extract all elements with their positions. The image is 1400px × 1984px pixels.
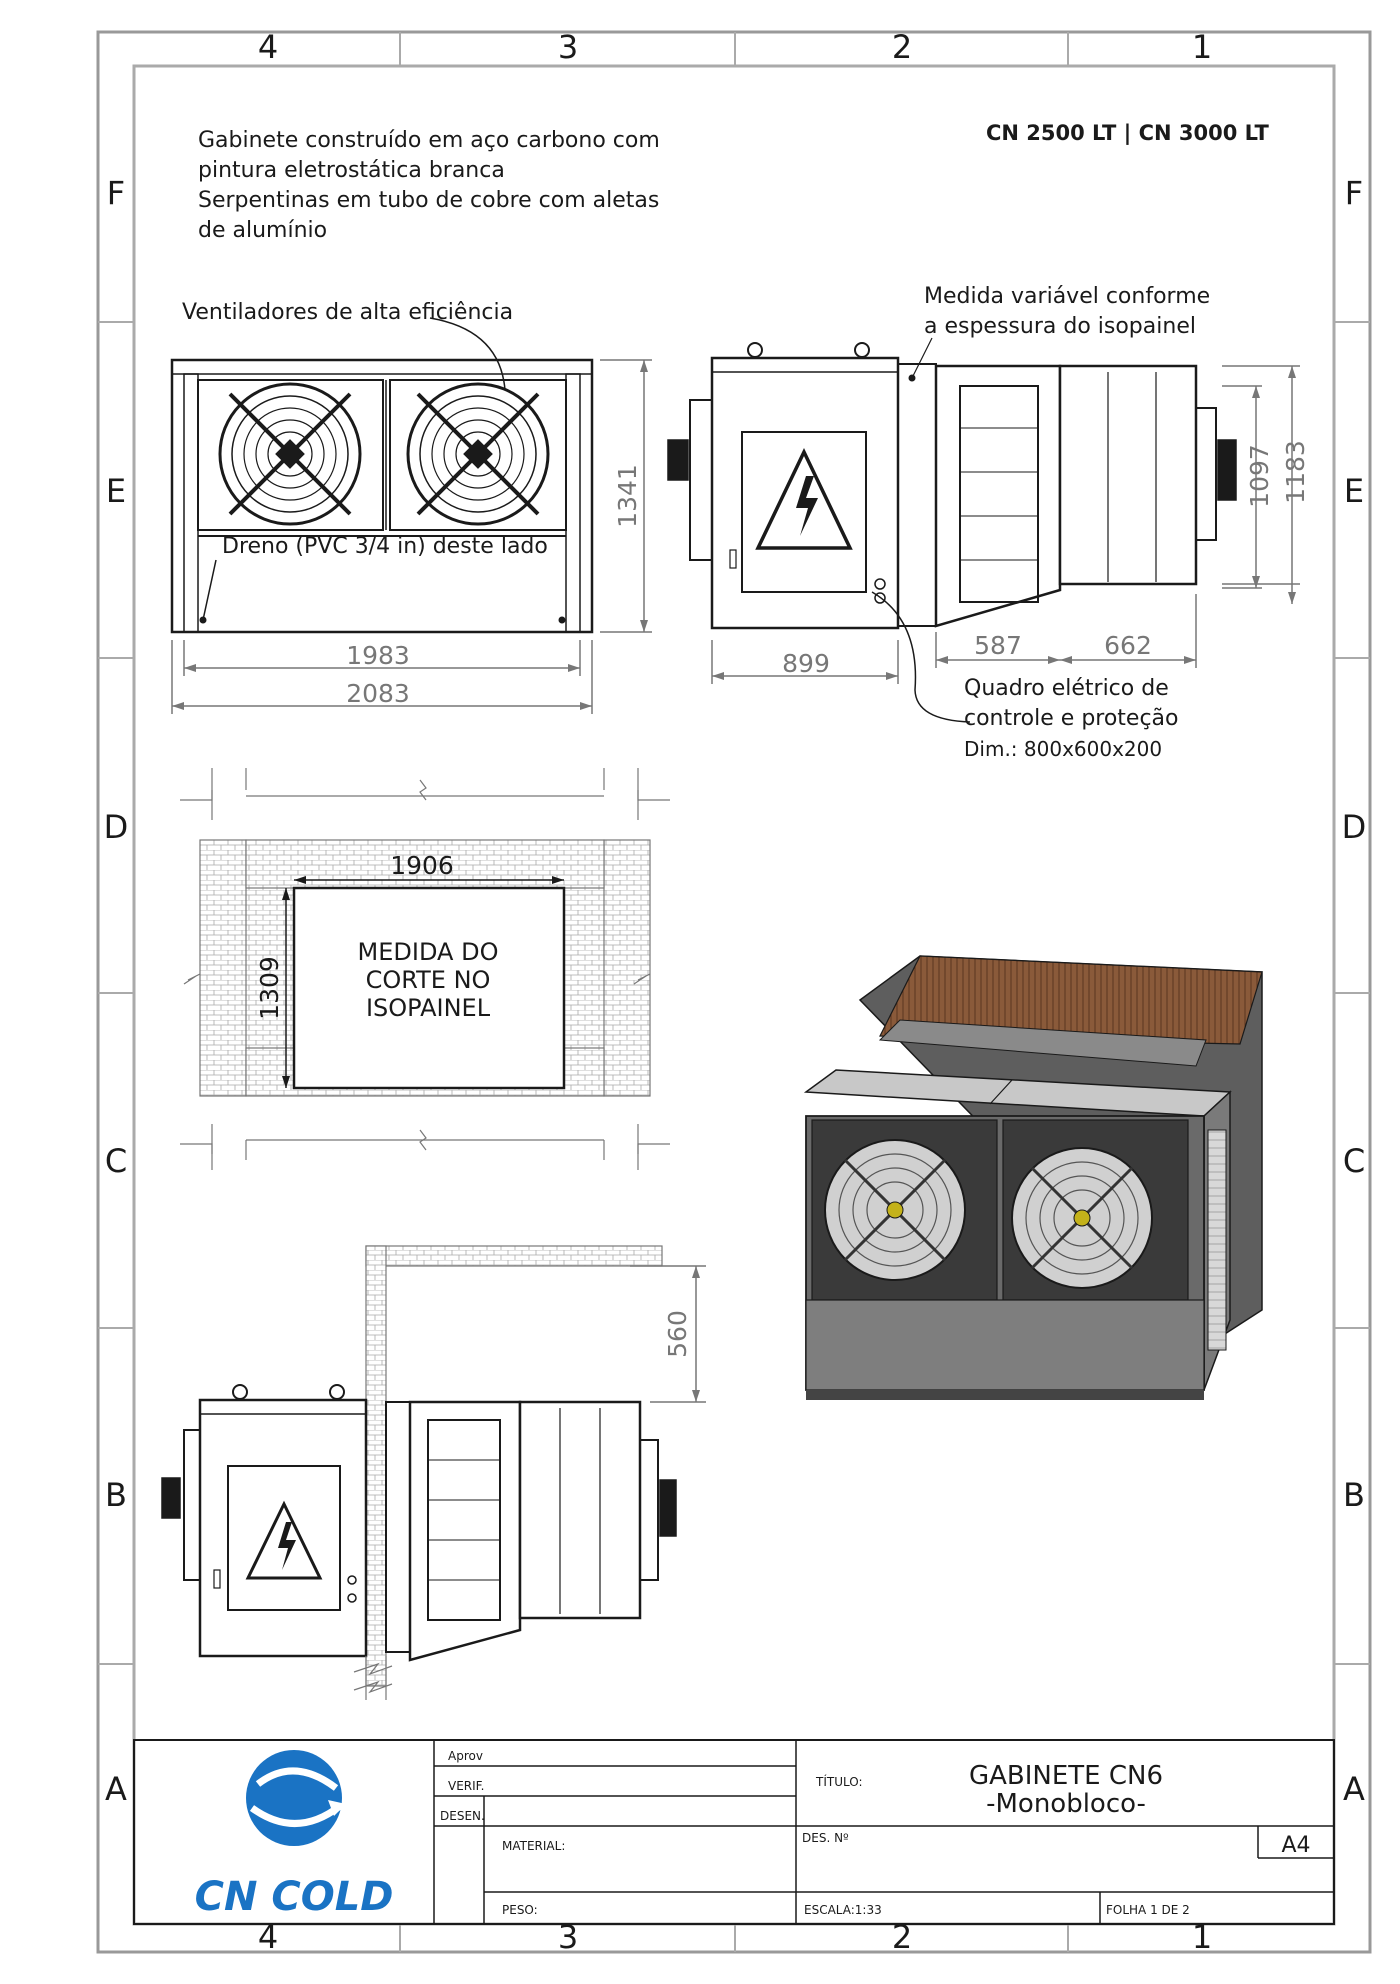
row-label-right: A [1343, 1770, 1365, 1808]
desen-label: DESEN. [440, 1809, 485, 1823]
sheet-count: FOLHA 1 DE 2 [1106, 1903, 1190, 1917]
panel-note-line: Quadro elétrico de [964, 676, 1169, 701]
drain-note: Dreno (PVC 3/4 in) deste lado [222, 534, 548, 559]
col-label-bottom: 2 [892, 1918, 912, 1956]
row-label-left: C [105, 1142, 127, 1180]
title-block [133, 1739, 1335, 1925]
dim-cutout-width: 1906 [390, 851, 454, 880]
model-label: CN 2500 LT | CN 3000 LT [986, 121, 1269, 145]
panel-note-line: controle e proteção [964, 706, 1179, 731]
panel-note-line: Dim.: 800x600x200 [964, 737, 1163, 761]
row-label-right: E [1344, 472, 1364, 510]
cutout-label-line3: ISOPAINEL [366, 994, 491, 1022]
row-label-right: F [1345, 174, 1363, 212]
construction-note-line: Gabinete construído em aço carbono com [198, 128, 660, 153]
measure-note-line: Medida variável conforme [924, 284, 1211, 309]
titulo-label: TÍTULO: [815, 1774, 863, 1789]
construction-note-line: Serpentinas em tubo de cobre com aletas [198, 188, 660, 213]
material-label: MATERIAL: [502, 1839, 565, 1853]
front-view [170, 317, 594, 634]
fan-icon [1011, 1147, 1153, 1289]
drawing-title: GABINETE CN6 [969, 1761, 1163, 1791]
side-view [667, 337, 1237, 723]
construction-note-line: pintura eletrostática branca [198, 158, 505, 183]
dim-side-height-inner: 1097 [1245, 444, 1274, 508]
dim-side-depth: 899 [782, 649, 830, 678]
verif-label: VERIF. [448, 1779, 484, 1793]
drawing-subtitle: -Monobloco- [986, 1789, 1146, 1819]
installation-view [161, 1245, 706, 1700]
aprov-label: Aprov [448, 1749, 483, 1763]
dim-front-height: 1341 [613, 464, 642, 528]
panel-cutout-view [180, 768, 670, 1170]
row-label-left: E [106, 472, 126, 510]
row-label-left: A [105, 1770, 127, 1808]
construction-note: Gabinete construído em aço carbono com p… [198, 126, 660, 246]
fan-icon [824, 1139, 966, 1281]
fans-note: Ventiladores de alta eficiência [182, 300, 514, 325]
front-dimensions [171, 359, 652, 714]
cutout-label-line2: CORTE NO [366, 966, 491, 994]
col-label-top: 2 [892, 28, 912, 66]
dim-side-evap-depth: 587 [974, 631, 1022, 660]
col-label-bottom: 3 [558, 1918, 578, 1956]
row-label-left: B [105, 1476, 127, 1514]
fan-icon [218, 382, 362, 526]
construction-note-line: de alumínio [198, 218, 328, 243]
row-label-left: D [104, 808, 129, 846]
row-label-right: B [1343, 1476, 1365, 1514]
col-label-top: 1 [1192, 28, 1212, 66]
des-no-label: DES. Nº [802, 1831, 849, 1845]
col-label-bottom: 1 [1192, 1918, 1212, 1956]
dim-side-height-outer: 1183 [1281, 440, 1310, 504]
sheet-size: A4 [1281, 1833, 1310, 1858]
dim-cutout-height: 1309 [255, 956, 284, 1020]
warning-icon [755, 447, 853, 550]
brand-logo [246, 1750, 346, 1846]
zone-labels: 4 3 2 1 4 3 2 1 F E D C B A F E D C B A [104, 28, 1367, 1956]
row-label-right: C [1343, 1142, 1365, 1180]
measure-note-line: a espessura do isopainel [924, 314, 1196, 339]
isometric-unit [803, 955, 1263, 1400]
col-label-top: 4 [258, 28, 278, 66]
panel-note: Quadro elétrico de controle e proteção D… [964, 674, 1179, 764]
col-label-top: 3 [558, 28, 578, 66]
scale-label: ESCALA:1:33 [804, 1903, 882, 1917]
brand-name: CN COLD [195, 1874, 394, 1920]
fan-icon [406, 382, 550, 526]
measure-note: Medida variável conforme a espessura do … [924, 282, 1210, 342]
peso-label: PESO: [502, 1903, 538, 1917]
cutout-label-line1: MEDIDA DO [358, 938, 499, 966]
dim-front-inner-width: 1983 [346, 641, 410, 670]
dim-front-outer-width: 2083 [346, 679, 410, 708]
dim-side-cond-depth: 662 [1104, 631, 1152, 660]
row-label-left: F [107, 174, 125, 212]
dim-clearance: 560 [663, 1310, 692, 1358]
col-label-bottom: 4 [258, 1918, 278, 1956]
side-dimensions [711, 365, 1300, 684]
row-label-right: D [1342, 808, 1367, 846]
warning-icon [245, 1500, 323, 1580]
